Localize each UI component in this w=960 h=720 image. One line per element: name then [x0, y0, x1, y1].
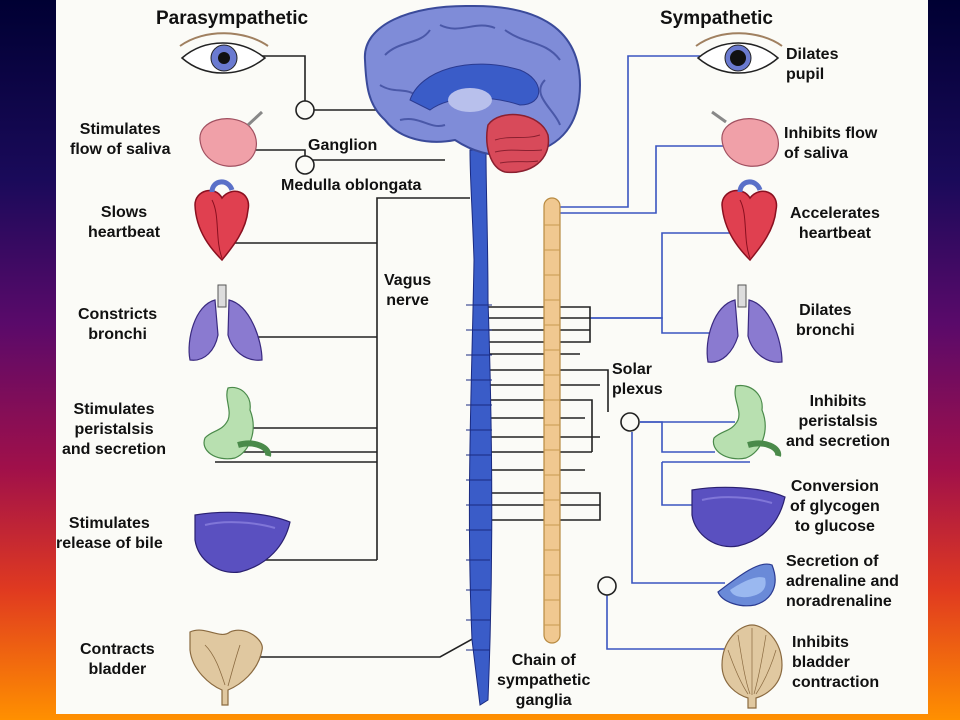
spinal-cord-shape	[468, 149, 493, 706]
thalamus	[448, 88, 492, 112]
heart-icon-right	[721, 179, 778, 262]
solar-plexus-ganglion-circle	[620, 412, 640, 432]
eye-icon-left	[179, 32, 269, 74]
left-effect-liver: Stimulates release of bile	[56, 515, 163, 552]
nerve-lines	[215, 55, 750, 658]
otic-ganglion-circle	[295, 155, 315, 175]
bladder-icon-right	[721, 624, 783, 709]
bladder-icon-left	[189, 629, 263, 706]
preganglionic-connections	[480, 306, 609, 521]
nerve-to-liver-right	[661, 462, 700, 506]
inferior-mesenteric-ganglion-circle	[597, 576, 617, 596]
chain-of-sympathetic-ganglia-label: Chain of sympathetic ganglia	[497, 652, 591, 709]
lungs-icon-left	[188, 284, 263, 361]
nerve-to-saliva-left	[250, 149, 445, 161]
lungs-icon-right	[706, 284, 783, 363]
salivary-gland-icon-left	[199, 110, 264, 167]
nerve-to-adrenal-right	[631, 432, 725, 584]
liver-icon-left	[194, 511, 291, 573]
brain	[363, 4, 582, 174]
nerve-to-stomach-right-2	[640, 421, 715, 453]
vagus-nerve-label: Vagus nerve	[384, 272, 432, 309]
left-organs	[179, 32, 291, 706]
right-effect-adrenal: Secretion of adrenaline and noradrenalin…	[786, 553, 899, 610]
adrenal-gland-icon-right	[717, 563, 776, 607]
liver-icon-right	[691, 486, 786, 548]
sympathetic-chain-segments	[544, 224, 560, 626]
right-effect-saliva: Inhibits flow of saliva	[784, 125, 878, 162]
cerebellum	[486, 113, 550, 174]
eye-icon-right	[695, 32, 783, 74]
right-effect-heart: Accelerates heartbeat	[790, 205, 880, 242]
right-effect-stomach: Inhibits peristalsis and secretion	[786, 393, 891, 450]
stomach-icon-left	[203, 386, 272, 460]
sympathetic-pathways	[555, 55, 750, 650]
salivary-gland-icon-right	[711, 110, 779, 167]
left-effect-lungs: Constricts bronchi	[78, 306, 158, 343]
nerve-to-lungs-right	[590, 317, 725, 334]
nerve-to-saliva-right	[555, 145, 725, 214]
ganglion-label: Ganglion	[308, 137, 378, 154]
sympathetic-chain	[543, 197, 561, 644]
spinal-cord	[466, 149, 493, 706]
ciliary-ganglion-circle	[295, 100, 315, 120]
nerve-to-eye-right	[555, 55, 700, 208]
right-effect-liver: Conversion of glycogen to glucose	[790, 478, 880, 535]
right-effect-eye: Dilates pupil	[786, 46, 839, 83]
solar-plexus-label: Solar plexus	[612, 361, 663, 398]
heart-icon-left	[194, 179, 250, 262]
nerve-to-bladder-left	[230, 631, 486, 658]
parasympathetic-header: Parasympathetic	[156, 8, 309, 29]
medulla-oblongata-label: Medulla oblongata	[281, 177, 422, 194]
sympathetic-chain-body	[543, 197, 561, 644]
spinal-nerve-roots	[466, 304, 492, 651]
nerve-to-eye-left	[260, 55, 440, 111]
left-effect-saliva: Stimulates flow of saliva	[70, 121, 171, 158]
cerebellum-folds	[494, 134, 543, 164]
left-effect-stomach: Stimulates peristalsis and secretion	[62, 401, 167, 458]
right-organs	[691, 32, 786, 709]
left-effect-bladder: Contracts bladder	[80, 641, 155, 678]
left-effect-heart: Slows heartbeat	[88, 204, 161, 241]
nerve-to-bladder-right	[606, 586, 728, 650]
sympathetic-header: Sympathetic	[660, 8, 773, 29]
stomach-icon-right	[712, 384, 782, 460]
vagus-nerve-trunk	[376, 197, 470, 560]
right-effect-lungs: Dilates bronchi	[796, 302, 855, 339]
ganglia	[295, 100, 640, 596]
nerve-to-heart-right	[590, 232, 730, 319]
right-effect-bladder: Inhibits bladder contraction	[792, 634, 880, 691]
